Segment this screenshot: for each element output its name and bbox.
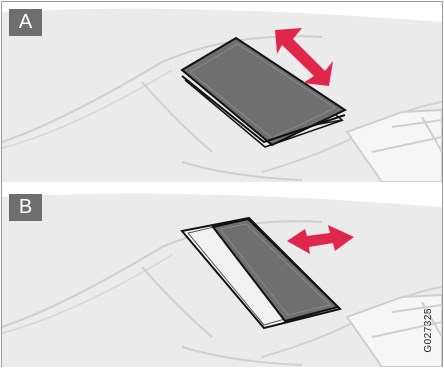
panel-label-b: B: [9, 194, 42, 221]
panel-b-drawing: [2, 187, 442, 367]
panel-a: A: [2, 2, 442, 182]
panel-b: B G027325: [2, 187, 442, 367]
panel-label-a: A: [9, 9, 42, 36]
panel-a-drawing: [2, 2, 442, 182]
figure-code: G027325: [423, 308, 434, 353]
